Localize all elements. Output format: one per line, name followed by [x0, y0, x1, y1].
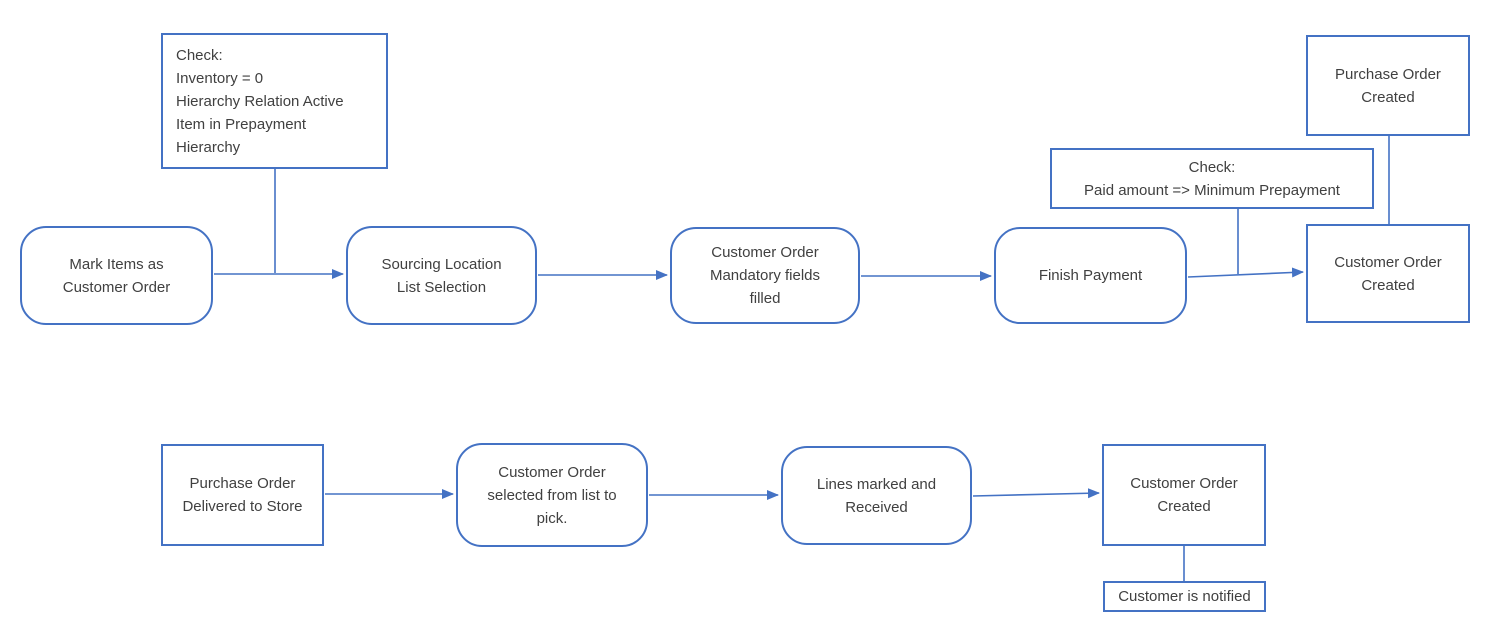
node-customer-order-selected-from-list: Customer Order selected from list to pic…: [456, 443, 648, 547]
node-label: Purchase Order Delivered to Store: [182, 475, 303, 515]
note-check-paid-amount-minimum-prepayment: Check: Paid amount => Minimum Prepayment: [1050, 148, 1374, 209]
node-label: Finish Payment: [1038, 267, 1143, 284]
node-label: Lines marked and Received: [816, 475, 937, 516]
node-mark-items-as-customer-order: Mark Items as Customer Order: [20, 226, 213, 325]
connector-lines-marked--co-created-bottom: [972, 488, 1100, 499]
node-customer-order-created-bottom: Customer Order Created: [1102, 444, 1266, 546]
node-purchase-order-delivered-to-store: Purchase Order Delivered to Store: [161, 444, 324, 546]
node-label: Sourcing Location List Selection: [381, 255, 502, 296]
note-check-inventory-hierarchy: Check: Inventory = 0 Hierarchy Relation …: [161, 33, 388, 169]
node-purchase-order-created: Purchase Order Created: [1306, 35, 1470, 136]
node-label: Customer Order Created: [1130, 475, 1238, 515]
node-label: Customer Order Mandatory fields filled: [709, 244, 821, 307]
node-customer-is-notified: Customer is notified: [1103, 581, 1266, 612]
node-finish-payment: Finish Payment: [994, 227, 1187, 324]
note-label: Check: Paid amount => Minimum Prepayment: [1084, 158, 1340, 199]
node-sourcing-location-list-selection: Sourcing Location List Selection: [346, 226, 537, 325]
note-label: Check: Inventory = 0 Hierarchy Relation …: [176, 46, 344, 156]
node-label: Customer is notified: [1118, 588, 1251, 605]
node-label: Customer Order Created: [1334, 253, 1442, 294]
node-label: Mark Items as Customer Order: [62, 255, 171, 296]
node-customer-order-created-top: Customer Order Created: [1306, 224, 1470, 323]
node-lines-marked-and-received: Lines marked and Received: [781, 446, 972, 545]
node-customer-order-mandatory-fields-filled: Customer Order Mandatory fields filled: [670, 227, 860, 324]
node-label: Customer Order selected from list to pic…: [487, 463, 617, 527]
connector-finish-payment--co-created-top: [1187, 267, 1304, 278]
node-label: Purchase Order Created: [1335, 65, 1441, 106]
